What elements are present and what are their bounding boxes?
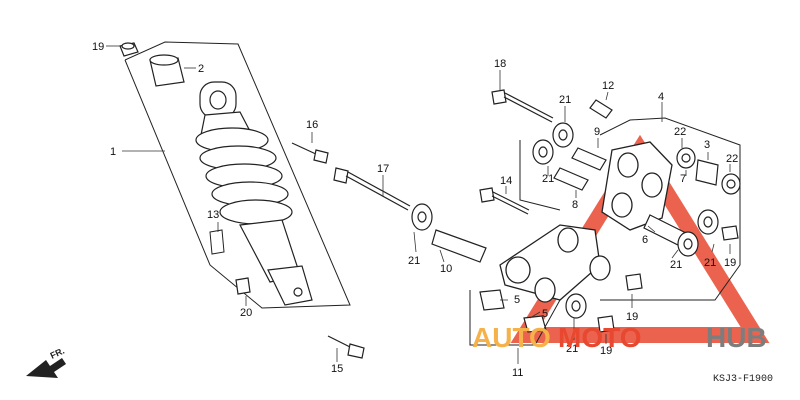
callout-21-e: 21 (670, 259, 682, 271)
bolt-17 (333, 167, 411, 211)
watermark-logo: AUTO MOTO HUB (472, 322, 767, 353)
callout-6: 6 (642, 234, 648, 246)
callout-18: 18 (494, 58, 506, 70)
callout-19-d: 19 (600, 345, 612, 357)
washer-21-a (411, 203, 433, 231)
callout-16-b: 15 (331, 363, 343, 375)
callout-12: 12 (602, 80, 614, 92)
callout-5-a: 5 (514, 294, 520, 306)
callout-11: 11 (512, 367, 523, 379)
callout-22-b: 22 (726, 153, 738, 165)
watermark-part1: AUTO (472, 322, 551, 353)
callout-22-a: 22 (674, 126, 686, 138)
bolt-16-upper (291, 142, 329, 164)
collar-8 (553, 167, 589, 191)
callout-21-c: 21 (408, 255, 420, 267)
callout-21-b: 21 (542, 173, 554, 185)
callout-17: 17 (377, 163, 389, 175)
seal-21-d (697, 209, 719, 235)
collar-9 (571, 147, 607, 171)
callout-16-a: 16 (306, 119, 318, 131)
watermark-part2: MOTO (558, 322, 641, 353)
callout-19-b: 19 (724, 257, 736, 269)
washer-21-c (532, 139, 554, 165)
callout-labels: 19 2 1 13 20 16 17 15 18 21 12 4 9 21 8 … (92, 41, 738, 379)
callout-1: 1 (110, 146, 116, 158)
label-13 (209, 229, 225, 255)
collar-5-b (523, 315, 547, 333)
callout-21-f: 21 (566, 343, 578, 355)
nut-19-mid (625, 273, 643, 291)
collar-5-a (479, 289, 505, 311)
bolt-14 (479, 187, 530, 215)
seal-22-a (676, 147, 696, 169)
callout-5-b: 5 (542, 308, 548, 320)
nut-20 (235, 277, 251, 295)
washer-21-e (677, 231, 699, 257)
callout-13: 13 (207, 209, 219, 221)
leader-lines (106, 45, 731, 364)
callout-8: 8 (572, 199, 578, 211)
washer-21-f (565, 293, 587, 319)
callout-3: 3 (704, 139, 710, 151)
callout-21-a: 21 (559, 94, 571, 106)
watermark-part3: HUB (706, 322, 767, 353)
pin-12 (589, 99, 613, 119)
nut-19-top (119, 42, 139, 57)
callout-2: 2 (198, 63, 204, 75)
washer-21-b (552, 122, 574, 148)
bolt-15-lower (327, 335, 365, 359)
callout-19-a: 19 (92, 41, 104, 53)
diagram-reference-code: KSJ3-F1900 (713, 374, 773, 385)
front-label: FR. (49, 346, 66, 361)
rear-shock-absorber (195, 81, 313, 306)
callout-7: 7 (680, 173, 686, 185)
front-direction-marker: FR. (26, 346, 66, 378)
callout-20: 20 (240, 307, 252, 319)
shock-group-outline (124, 41, 351, 309)
dust-seal-group-outline (469, 290, 561, 346)
front-arrow-icon (26, 358, 66, 378)
seal-22-b (721, 173, 741, 195)
nut-19-lower (597, 315, 615, 333)
bolt-18 (491, 89, 554, 123)
bearing-3 (695, 159, 719, 186)
callout-19-c: 19 (626, 311, 638, 323)
shock-spring (195, 127, 293, 225)
callout-10: 10 (440, 263, 452, 275)
cushion-connecting-rod (499, 224, 611, 303)
bushing-2 (149, 54, 185, 87)
nut-19-right (721, 225, 739, 241)
callout-4: 4 (658, 91, 664, 103)
link-group-outline (519, 117, 741, 301)
collar-10 (431, 229, 487, 263)
callout-21-d: 21 (704, 257, 716, 269)
cushion-arm-4 (601, 141, 673, 231)
callout-9: 9 (594, 126, 600, 138)
callout-14: 14 (500, 175, 512, 187)
